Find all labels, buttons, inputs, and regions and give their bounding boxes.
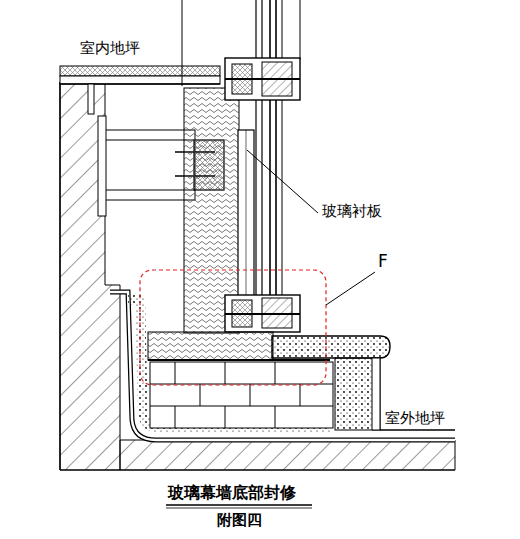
curtain-wall-frame [182, 0, 300, 332]
leader-line [247, 150, 318, 213]
steel-bracket [100, 130, 195, 200]
seal-insulation [148, 332, 273, 360]
leader-line [326, 272, 375, 305]
title-underline [166, 504, 312, 506]
top-transom [225, 58, 300, 100]
floor-finish [60, 66, 220, 76]
block-masonry [150, 362, 333, 428]
part-label: 玻璃衬板 [320, 203, 384, 220]
ground-label: 室外地坪 [383, 410, 447, 427]
drawing-caption: 附图四 [215, 512, 264, 529]
glass-back-panel [238, 130, 254, 300]
callout-letter: F [376, 252, 390, 271]
floor-label: 室内地坪 [78, 40, 142, 57]
detail-callout-region [140, 270, 326, 385]
drawing-title: 玻璃幕墙底部封修 [166, 484, 298, 502]
bottom-transom [225, 295, 300, 332]
mortar [335, 358, 380, 430]
stone-sill [272, 336, 390, 358]
concrete-base [120, 440, 455, 470]
